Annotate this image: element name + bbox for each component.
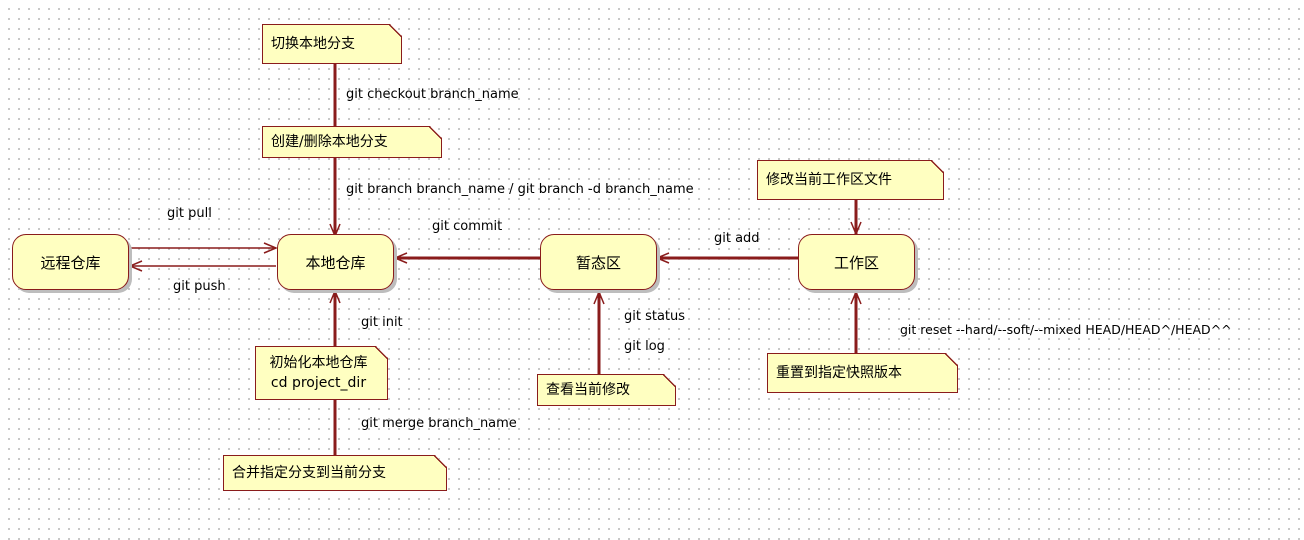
init-repo-note[interactable]: 初始化本地仓库 cd project_dir — [255, 346, 388, 400]
note-text: 创建/删除本地分支 — [271, 134, 388, 150]
status-label: git status — [624, 309, 686, 324]
note-text: 重置到指定快照版本 — [776, 365, 902, 381]
init-label: git init — [361, 315, 403, 330]
reset-snapshot-note[interactable]: 重置到指定快照版本 — [767, 353, 958, 393]
local-repo-state[interactable]: 本地仓库 — [277, 234, 394, 290]
pull-label: git pull — [167, 206, 212, 221]
note-text: 修改当前工作区文件 — [766, 172, 892, 188]
reset-label: git reset --hard/--soft/--mixed HEAD/HEA… — [900, 322, 1232, 337]
note-text: 查看当前修改 — [546, 382, 630, 398]
switch-branch-note[interactable]: 切换本地分支 — [262, 24, 402, 64]
workspace-state[interactable]: 工作区 — [798, 234, 915, 290]
create-delete-branch-note[interactable]: 创建/删除本地分支 — [262, 126, 442, 158]
note-text: 初始化本地仓库 — [269, 355, 368, 371]
modify-files-note[interactable]: 修改当前工作区文件 — [757, 160, 944, 200]
push-label: git push — [173, 279, 226, 294]
branch-label: git branch branch_name / git branch -d b… — [346, 182, 694, 197]
checkout-label: git checkout branch_name — [346, 87, 519, 102]
log-label: git log — [624, 339, 665, 354]
staging-area-state[interactable]: 暂态区 — [540, 234, 657, 290]
note-text: 切换本地分支 — [271, 36, 355, 52]
view-changes-note[interactable]: 查看当前修改 — [537, 374, 676, 406]
remote-repo-state[interactable]: 远程仓库 — [12, 234, 129, 290]
merge-branch-note[interactable]: 合并指定分支到当前分支 — [223, 455, 447, 491]
add-label: git add — [714, 231, 760, 246]
merge-label: git merge branch_name — [361, 416, 517, 431]
note-command: cd project_dir — [270, 375, 367, 391]
commit-label: git commit — [432, 219, 503, 234]
note-text: 合并指定分支到当前分支 — [232, 465, 386, 481]
